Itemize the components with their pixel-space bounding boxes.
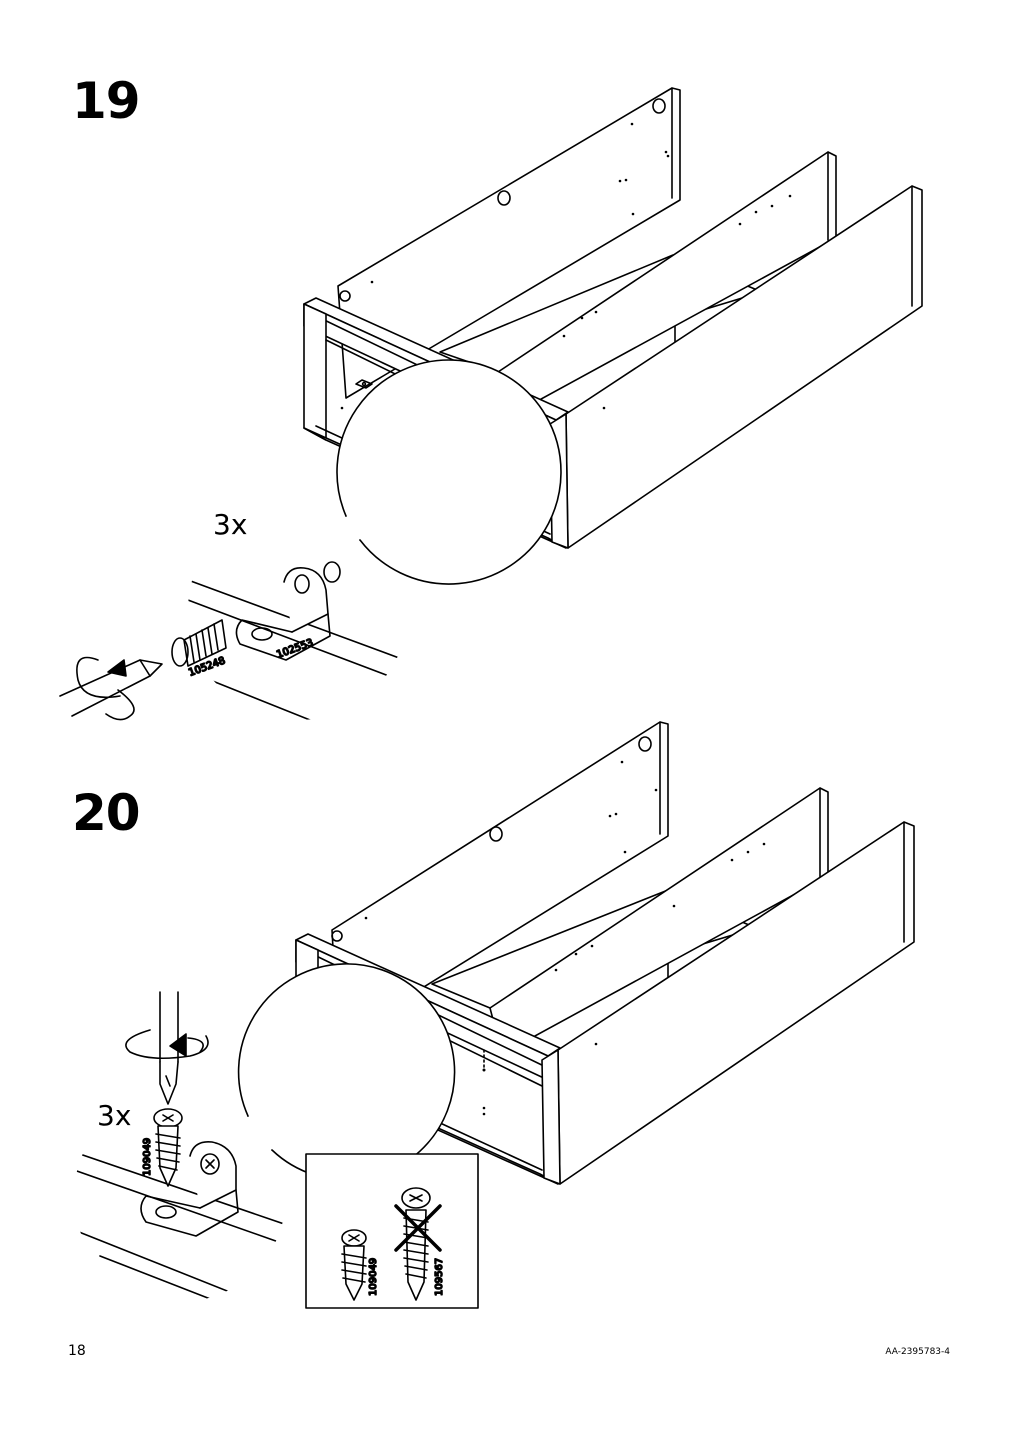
quantity-step-20: 3x xyxy=(97,1099,132,1132)
page-number: 18 xyxy=(68,1343,86,1359)
step-number-19: 19 xyxy=(72,72,141,130)
not-allowed-cross-icon xyxy=(394,1204,442,1252)
document-code: AA-2395783-4 xyxy=(885,1347,950,1357)
part-label-incorrect-screw: 109567 xyxy=(434,1258,445,1296)
part-label-correct-screw: 109049 xyxy=(368,1258,379,1296)
part-label-109049: 109049 xyxy=(142,1138,153,1176)
step-number-20: 20 xyxy=(72,784,141,842)
quantity-step-19: 3x xyxy=(213,508,248,541)
screw-comparison-box: 109049 109567 xyxy=(305,1153,479,1309)
